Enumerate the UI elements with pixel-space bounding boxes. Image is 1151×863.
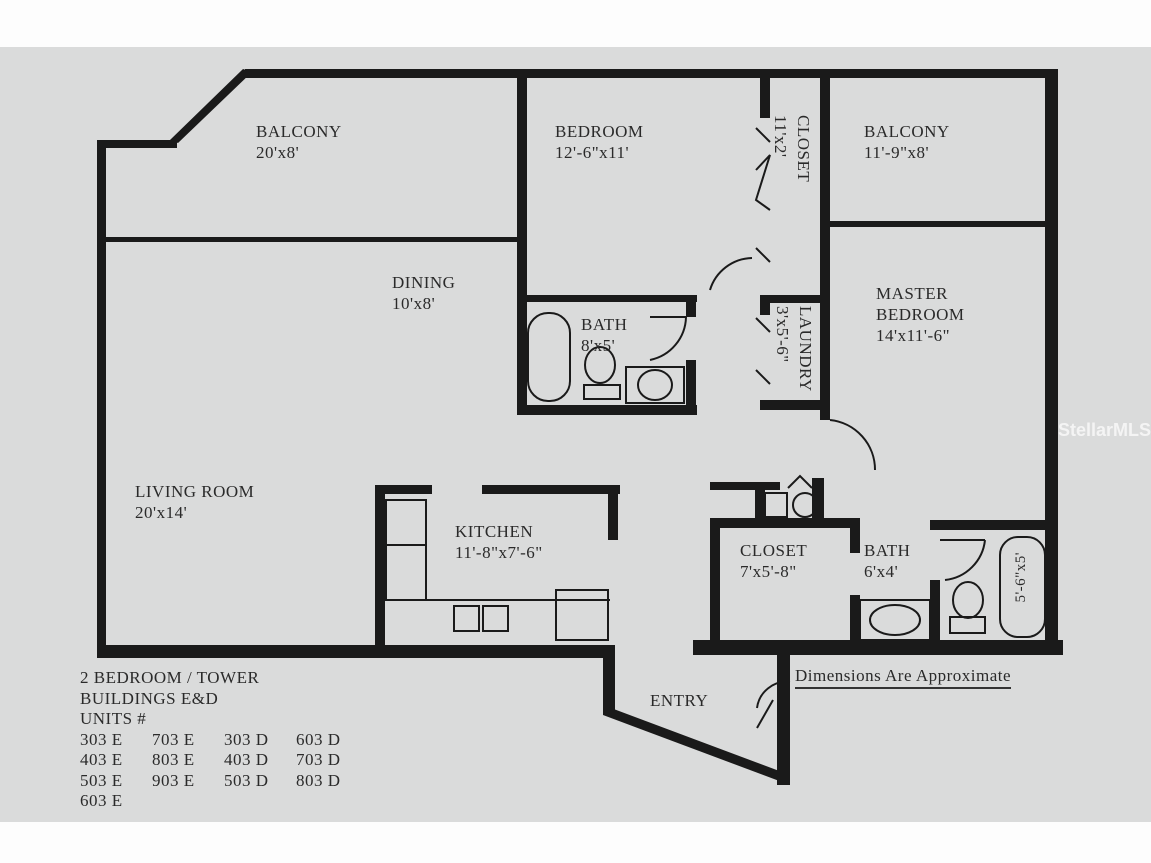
room-name: BATH <box>581 315 628 334</box>
unit-number: 503 E <box>80 770 123 790</box>
room-label-dining: DINING 10'x8' <box>392 272 455 314</box>
room-name: MASTER <box>876 284 948 303</box>
unit-legend: 2 BEDROOM / TOWER BUILDINGS E&D UNITS # … <box>80 668 368 812</box>
room-dims: 11'-9"x8' <box>864 143 930 162</box>
room-dims: 11'-8"x7'-6" <box>455 543 543 562</box>
room-name: CLOSET <box>740 541 808 560</box>
room-label-balcony-right: BALCONY 11'-9"x8' <box>864 121 950 163</box>
room-dims: 12'-6"x11' <box>555 143 630 162</box>
legend-title: 2 BEDROOM / TOWER <box>80 668 260 687</box>
room-label-bath-bottom: BATH 6'x4' <box>864 540 910 582</box>
room-name: DINING <box>392 273 456 292</box>
room-dims: 3'x5'-6" <box>773 306 792 363</box>
room-dims: 10'x8' <box>392 294 436 313</box>
room-label-kitchen: KITCHEN 11'-8"x7'-6" <box>455 521 543 563</box>
dimensions-note: Dimensions Are Approximate <box>795 666 1012 689</box>
room-label-master-bedroom: MASTER BEDROOM 14'x11'-6" <box>876 283 965 346</box>
room-name: BEDROOM <box>876 305 965 324</box>
unit-number: 703 E <box>152 729 195 749</box>
room-label-entry: ENTRY <box>650 691 709 710</box>
unit-number: 703 D <box>296 750 341 769</box>
unit-number: 403 E <box>80 750 123 769</box>
room-dims: 20'x8' <box>256 143 300 162</box>
room-dims: 8'x5' <box>581 336 616 355</box>
room-name: BEDROOM <box>555 122 644 141</box>
fixtures <box>385 127 1046 729</box>
unit-number: 503 D <box>224 770 269 790</box>
paper-background <box>0 47 1151 822</box>
watermark: StellarMLS <box>1058 420 1151 440</box>
room-dims: 6'x4' <box>864 562 899 581</box>
room-name: BALCONY <box>256 122 342 141</box>
room-name: LAUNDRY <box>796 306 815 392</box>
room-name: BALCONY <box>864 122 950 141</box>
room-label-balcony-left: BALCONY 20'x8' <box>256 121 342 163</box>
room-dims: 11'x2' <box>771 115 790 158</box>
room-label-closet-bottom: CLOSET 7'x5'-8" <box>740 540 807 582</box>
unit-number: 603 D <box>296 729 341 749</box>
unit-number: 303 D <box>224 729 269 749</box>
room-label-bedroom: BEDROOM 12'-6"x11' <box>555 121 644 163</box>
room-name: CLOSET <box>794 115 813 183</box>
room-name: BATH <box>864 541 911 560</box>
tub-dims: 5'-6"x5' <box>1013 552 1029 603</box>
legend-units-heading: UNITS # <box>80 709 147 728</box>
units-list: 303 E 703 E 303 D 603 D 403 E 803 E 403 … <box>80 730 368 812</box>
unit-number: 603 E <box>80 791 123 810</box>
unit-number: 803 D <box>296 770 341 790</box>
room-label-living-room: LIVING ROOM 20'x14' <box>135 481 254 523</box>
legend-buildings: BUILDINGS E&D <box>80 688 219 708</box>
unit-number: 303 E <box>80 729 123 749</box>
unit-number: 903 E <box>152 770 195 790</box>
room-dims: 7'x5'-8" <box>740 562 797 581</box>
room-label-bath-top: BATH 8'x5' <box>581 314 627 356</box>
room-name: KITCHEN <box>455 522 534 541</box>
room-dims: 14'x11'-6" <box>876 326 951 345</box>
unit-number: 403 D <box>224 750 269 769</box>
room-dims: 20'x14' <box>135 503 188 522</box>
unit-number: 803 E <box>152 750 195 769</box>
walls <box>97 69 1063 785</box>
bottom-margin <box>0 822 1151 863</box>
room-name: LIVING ROOM <box>135 482 255 501</box>
